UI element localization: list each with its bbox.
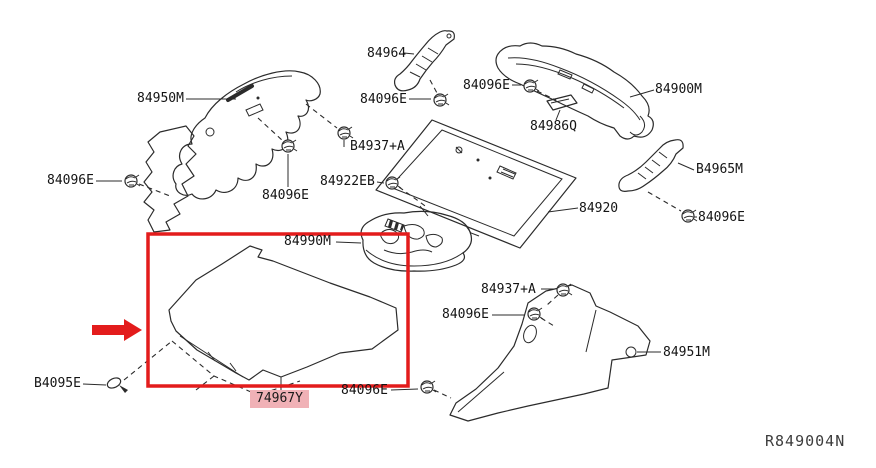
part-84920-drawing — [375, 119, 577, 249]
part-label-84950m[interactable]: 84950M — [137, 91, 184, 106]
fastener-clip-icon — [527, 307, 544, 321]
part-b4965m-drawing — [618, 139, 684, 192]
fastener-clip-icon — [433, 93, 450, 107]
part-84990m-drawing — [360, 210, 473, 272]
part-84986q-drawing — [546, 94, 578, 121]
highlight-arrow-icon — [92, 319, 142, 341]
fastener-clip-icon — [124, 174, 141, 188]
fastener-clip-icon — [681, 209, 698, 223]
part-label-84096e-7[interactable]: 84096E — [341, 383, 388, 398]
fastener-clip-icon — [337, 126, 354, 140]
fastener-clip-icon — [385, 176, 402, 190]
part-label-b4095e[interactable]: B4095E — [34, 376, 81, 391]
part-label-84990m[interactable]: 84990M — [284, 234, 331, 249]
part-label-84096e-4[interactable]: 84096E — [47, 173, 94, 188]
part-label-84096e-2[interactable]: 84096E — [463, 78, 510, 93]
part-label-84900m[interactable]: 84900M — [655, 82, 702, 97]
part-label-84096e-6[interactable]: 84096E — [442, 307, 489, 322]
diagram-ref-code: R849004N — [765, 432, 846, 450]
leader-lines — [82, 52, 697, 391]
part-74967y-drawing — [168, 245, 399, 396]
attachment-dashed-lines — [123, 79, 682, 399]
part-84964-drawing — [393, 30, 455, 92]
fastener-clip-icon — [281, 139, 298, 153]
part-label-84986q[interactable]: 84986Q — [530, 119, 577, 134]
part-label-84964[interactable]: 84964 — [367, 46, 407, 61]
fastener-clip-icon — [420, 380, 437, 394]
part-label-84096e-5[interactable]: 84096E — [698, 210, 745, 225]
part-label-b4937a-1[interactable]: B4937+A — [350, 139, 405, 154]
part-label-84922eb[interactable]: 84922EB — [320, 174, 375, 189]
highlight-box — [146, 232, 410, 388]
part-label-84096e-3[interactable]: 84096E — [262, 188, 309, 203]
push-pin-fastener-icon — [105, 375, 129, 394]
part-label-b4965m[interactable]: B4965M — [696, 162, 743, 177]
fastener-clip-icon — [523, 79, 540, 93]
part-84950m-drawing — [143, 70, 321, 233]
part-label-84951m[interactable]: 84951M — [663, 345, 710, 360]
part-label-84937a-2[interactable]: 84937+A — [481, 282, 536, 297]
part-label-84096e-1[interactable]: 84096E — [360, 92, 407, 107]
part-label-74967y-selected[interactable]: 74967Y — [250, 390, 309, 408]
part-84951m-drawing — [449, 284, 651, 422]
part-label-84920[interactable]: 84920 — [579, 201, 619, 216]
